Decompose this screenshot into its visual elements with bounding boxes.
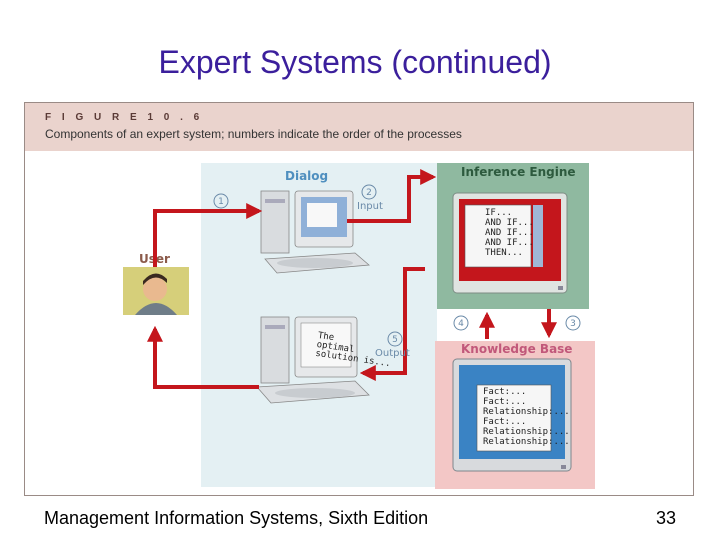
screen-line: AND IF... (485, 238, 534, 248)
arrow-inference-to-output (359, 267, 425, 381)
step-3-marker: 3 (565, 315, 581, 331)
step-2-marker: 2 Input (357, 184, 383, 212)
slide-title: Expert Systems (continued) (158, 44, 552, 80)
svg-text:4: 4 (458, 319, 464, 329)
step-1-marker: 1 (213, 193, 229, 209)
screen-line: AND IF... (485, 218, 534, 228)
knowledge-base-title: Knowledge Base (461, 342, 572, 356)
output-computer-illustration: Theoptimalsolution is... (256, 316, 391, 404)
figure-panel: F I G U R E 1 0 . 6 Components of an exp… (24, 102, 694, 496)
screen-line: Relationship:... (483, 407, 570, 417)
arrow-dialog-to-inference (347, 169, 437, 223)
arrow-output-to-user (147, 325, 259, 389)
screen-line: Fact:... (483, 387, 526, 397)
expert-system-diagram: Dialog Inference Engine IF...AND IF...AN… (123, 163, 595, 489)
screen-line: IF... (485, 208, 512, 218)
figure-caption: Components of an expert system; numbers … (45, 127, 462, 141)
output-label: Output (375, 348, 410, 359)
screen-line: Relationship:... (483, 427, 570, 437)
svg-text:2: 2 (366, 188, 372, 198)
screen-line: THEN... (485, 248, 523, 258)
page-number: 33 (655, 508, 676, 528)
svg-text:1: 1 (218, 197, 224, 207)
footer-book-title: Management Information Systems, Sixth Ed… (44, 508, 429, 528)
screen-line: AND IF... (485, 228, 534, 238)
inference-rules-text: IF...AND IF...AND IF...AND IF...THEN... (485, 208, 534, 258)
figure-header: F I G U R E 1 0 . 6 Components of an exp… (25, 103, 693, 151)
arrow-user-to-dialog (153, 203, 263, 267)
user-illustration (123, 267, 189, 315)
input-label: Input (357, 201, 383, 212)
process-arrows (147, 169, 557, 389)
screen-line: The (317, 331, 334, 343)
inference-monitor: IF...AND IF...AND IF...AND IF...THEN... (452, 192, 568, 294)
step-5-marker: 5 Output (375, 331, 410, 359)
svg-text:3: 3 (570, 319, 576, 329)
input-computer-illustration (260, 190, 370, 274)
figure-number: F I G U R E 1 0 . 6 (45, 112, 204, 123)
screen-line: Fact:... (483, 397, 526, 407)
screen-line: Fact:... (483, 417, 526, 427)
svg-text:5: 5 (392, 335, 398, 345)
screen-line: Relationship:... (483, 437, 570, 447)
knowledge-items-text: Fact:...Fact:...Relationship:...Fact:...… (483, 387, 570, 447)
knowledge-monitor: Fact:...Fact:...Relationship:...Fact:...… (452, 358, 572, 472)
dialog-title: Dialog (285, 169, 328, 183)
step-4-marker: 4 (453, 315, 469, 331)
inference-engine-title: Inference Engine (461, 165, 576, 179)
